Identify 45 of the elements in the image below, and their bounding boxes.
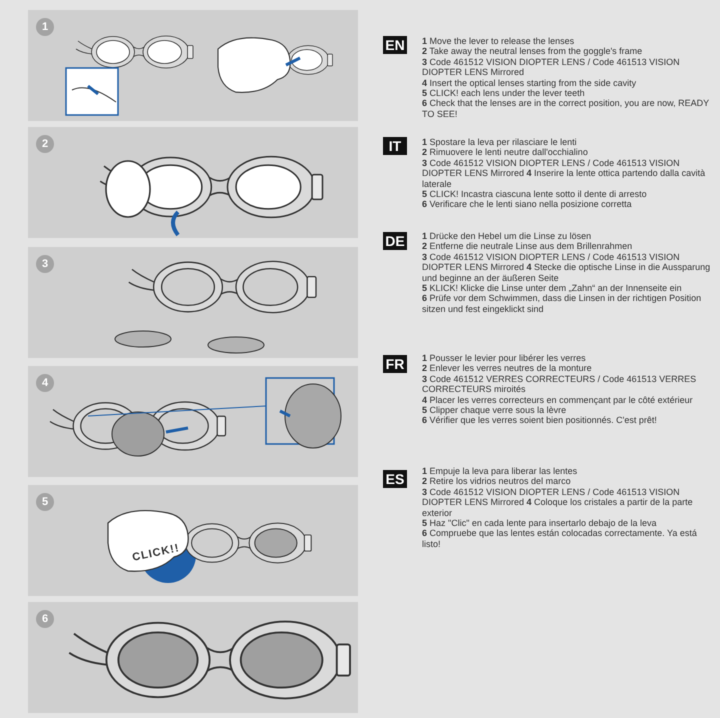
step-number: 1 <box>36 18 54 36</box>
instruction-step: 1 Move the lever to release the lenses <box>422 36 716 46</box>
step-number: 2 <box>36 135 54 153</box>
instruction-step: 6 Check that the lenses are in the correct position, you are now, READY TO SEE! <box>422 98 716 120</box>
instruction-step: 3 Code 461512 VISION DIOPTER LENS / Code 461513 VISION DIOPTER LENS Mirrored 4 Coloque los cristales a partir de la parte exterior <box>422 486 716 518</box>
step-panel <box>28 10 358 121</box>
language-badge: EN <box>383 36 407 54</box>
instruction-step: 5 CLICK! Incastra ciascuna lente sotto il dente di arresto <box>422 189 716 200</box>
instruction-step: 3 Code 461512 VERRES CORRECTEURS / Code 461513 VERRES CORRECTEURS miroités <box>422 374 716 395</box>
step-number: 5 <box>36 493 54 511</box>
instruction-step: 2 Retire los vidrios neutros del marco <box>422 476 716 487</box>
instruction-step: 1 Pousser le levier pour libérer les verres <box>422 353 716 364</box>
instruction-step: 2 Entferne die neutrale Linse aus dem Brillenrahmen <box>422 241 716 252</box>
step-number: 6 <box>36 610 54 628</box>
instruction-step: 5 CLICK! each lens under the lever teeth <box>422 88 716 98</box>
instruction-step: 5 KLICK! Klicke die Linse unter dem „Zahn“ an der Innenseite ein <box>422 283 716 294</box>
instruction-step: 4 Insert the optical lenses starting from the side cavity <box>422 78 716 88</box>
step-panel <box>28 485 358 596</box>
step-number: 3 <box>36 255 54 273</box>
instruction-step: 6 Verificare che le lenti siano nella posizione corretta <box>422 199 716 210</box>
instruction-step: 2 Take away the neutral lenses from the goggle's frame <box>422 46 716 57</box>
instruction-step: 1 Drücke den Hebel um die Linse zu lösen <box>422 231 716 242</box>
step-panel <box>28 602 358 713</box>
instruction-step: 6 Compruebe que las lentes están colocadas correctamente. Ya está listo! <box>422 528 716 550</box>
instruction-step: 3 Code 461512 VISION DIOPTER LENS / Code 461513 VISION DIOPTER LENS Mirrored 4 Inserire la lente ottica partendo dalla cavità laterale <box>422 158 716 190</box>
instruction-step: 4 Placer les verres correcteurs en commençant par le côté extérieur <box>422 394 716 406</box>
instruction-step: 6 Vérifier que les verres soient bien positionnés. C'est prêt! <box>422 415 716 426</box>
language-badge: IT <box>383 137 407 155</box>
step-panel <box>28 366 358 477</box>
language-badge: DE <box>383 232 407 250</box>
language-badge: ES <box>383 470 407 488</box>
step-panel <box>28 127 358 238</box>
instruction-step: 3 Code 461512 VISION DIOPTER LENS / Code 461513 VISION DIOPTER LENS Mirrored <box>422 56 716 78</box>
instruction-step: 2 Rimuovere le lenti neutre dall'occhialino <box>422 147 716 158</box>
sound-effect-text: CLICK!! <box>131 542 181 564</box>
step-number: 4 <box>36 374 54 392</box>
instruction-step: 5 Clipper chaque verre sous la lèvre <box>422 405 716 416</box>
language-badge: FR <box>383 355 407 373</box>
instruction-step: 3 Code 461512 VISION DIOPTER LENS / Code 461513 VISION DIOPTER LENS Mirrored 4 Stecke die optische Linse in die Aussparung und beginne an der äußeren Seite <box>422 252 716 284</box>
instruction-step: 5 Haz "Clic" en cada lente para insertarlo debajo de la leva <box>422 518 716 528</box>
instruction-step: 1 Spostare la leva per rilasciare le lenti <box>422 137 716 148</box>
step-panel <box>28 247 358 358</box>
instruction-step: 1 Empuje la leva para liberar las lentes <box>422 466 716 476</box>
instruction-step: 6 Prüfe vor dem Schwimmen, dass die Linsen in der richtigen Position sitzen und fest eingeklickt sind <box>422 293 716 314</box>
instruction-step: 2 Enlever les verres neutres de la monture <box>422 363 716 374</box>
